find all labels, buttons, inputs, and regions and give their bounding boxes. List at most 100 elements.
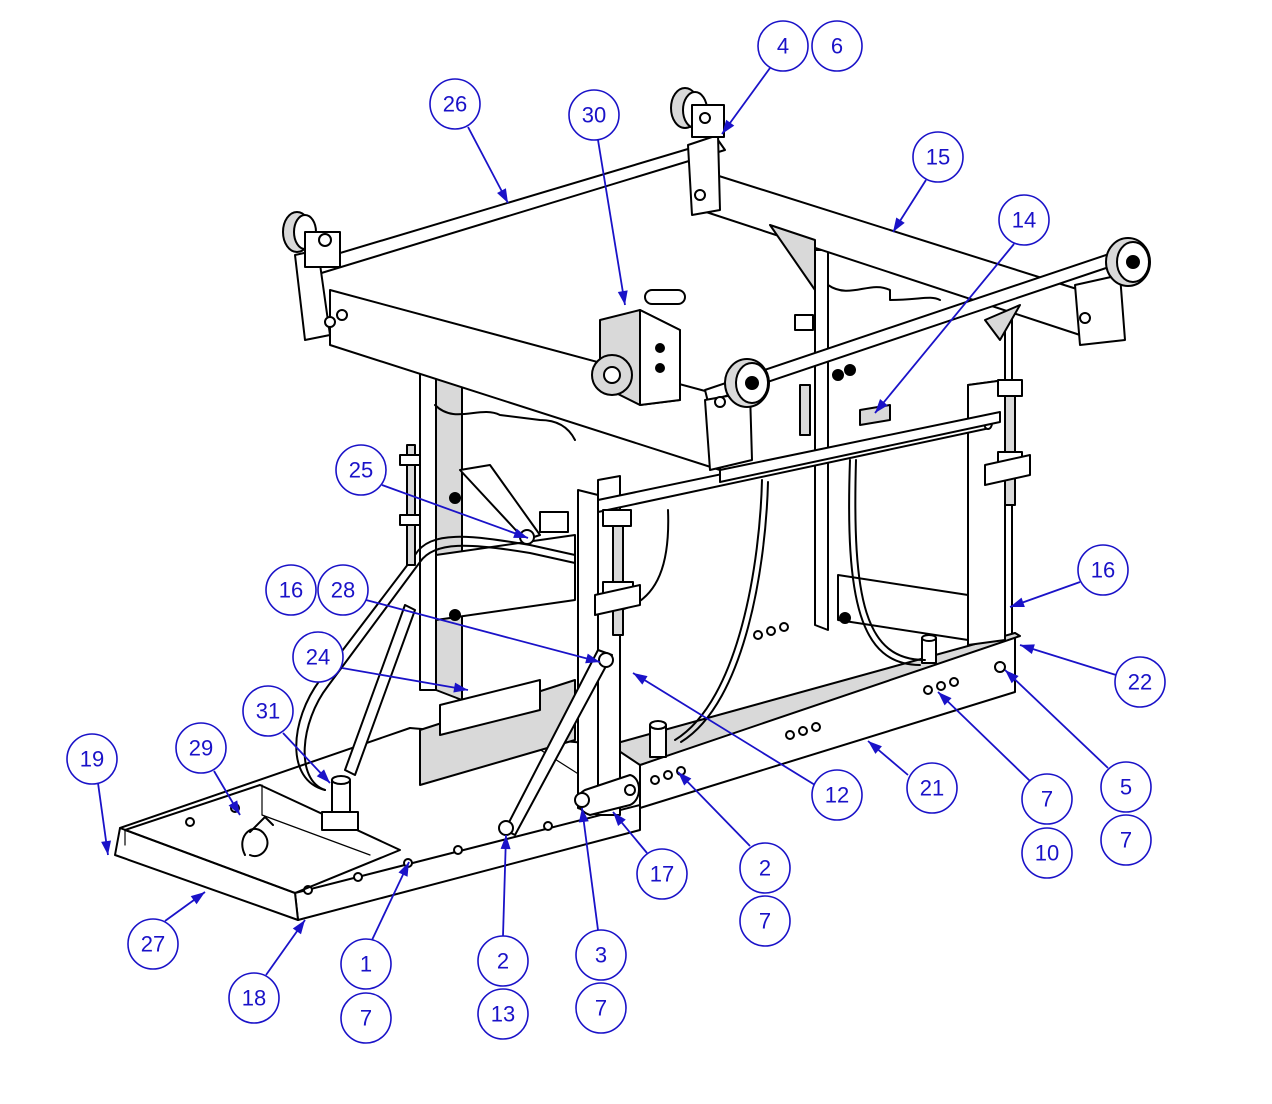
balloon-16-right: 16 (1077, 544, 1129, 596)
leader-29-arrowhead (228, 800, 240, 815)
balloon-24-label: 24 (306, 645, 330, 670)
balloon-12: 12 (811, 769, 863, 821)
leader-2a-arrowhead (678, 772, 692, 786)
diagonal-strut-left (344, 604, 614, 836)
balloon-28-label: 28 (331, 578, 355, 603)
leader-1 (371, 861, 410, 941)
adjuster-right (984, 379, 1031, 506)
balloon-31-label: 31 (256, 699, 280, 724)
balloon-17-label: 17 (650, 862, 674, 887)
tray (124, 784, 401, 894)
balloon-28: 28 (317, 564, 369, 616)
leader-30-arrowhead (617, 290, 628, 305)
balloon-3: 3 (575, 929, 627, 981)
frame-drawing (114, 87, 1151, 921)
cam-bar-25 (459, 464, 569, 545)
leader-3-arrowhead (578, 808, 589, 823)
leader-19-arrowhead (101, 840, 112, 855)
balloon-2-a: 2 (739, 842, 791, 894)
leader-15-arrowhead (893, 217, 905, 232)
balloon-7-e: 7 (575, 982, 627, 1034)
balloon-14-label: 14 (1012, 208, 1036, 233)
leader-2a (677, 771, 751, 847)
balloon-4-label: 4 (777, 34, 789, 59)
balloon-30-label: 30 (582, 103, 606, 128)
leader-4-arrowhead (722, 119, 735, 134)
callout-balloons: 4 6 26 30 15 14 25 16 28 16 24 22 31 19 … (66, 20, 1166, 1044)
leader-7a (937, 691, 1031, 782)
leader-24-arrowhead (453, 682, 468, 693)
balloon-6: 6 (811, 20, 863, 72)
leader-26 (467, 126, 509, 204)
balloon-14: 14 (998, 194, 1050, 246)
balloon-21: 21 (906, 762, 958, 814)
adjuster-front (594, 509, 641, 636)
balloon-2-b: 2 (477, 935, 529, 987)
leader-12-arrowhead (633, 673, 648, 685)
balloon-16-left: 16 (265, 564, 317, 616)
balloon-7-b-label: 7 (1120, 828, 1132, 853)
balloon-29-label: 29 (189, 736, 213, 761)
leader-25-arrowhead (513, 528, 528, 538)
roller-right (1105, 237, 1151, 287)
balloon-29: 29 (175, 722, 227, 774)
balloon-7-d-label: 7 (360, 1006, 372, 1031)
balloon-30: 30 (568, 89, 620, 141)
balloon-7-a: 7 (1021, 773, 1073, 825)
balloon-18: 18 (228, 972, 280, 1024)
balloon-1: 1 (340, 938, 392, 990)
balloon-21-label: 21 (920, 776, 944, 801)
balloon-26: 26 (429, 78, 481, 130)
leader-7a-arrowhead (938, 692, 952, 706)
leader-2b (502, 834, 507, 937)
balloon-26-label: 26 (443, 92, 467, 117)
balloon-3-label: 3 (595, 943, 607, 968)
balloon-16-right-label: 16 (1091, 558, 1115, 583)
leader-30 (597, 139, 626, 306)
leader-1-arrowhead (398, 862, 409, 877)
balloon-4: 4 (757, 20, 809, 72)
balloon-31: 31 (242, 685, 294, 737)
leader-18-arrowhead (292, 920, 305, 935)
balloon-1-label: 1 (360, 952, 372, 977)
leader-14 (874, 243, 1015, 414)
leader-lines (97, 67, 1117, 976)
balloon-17: 17 (636, 848, 688, 900)
leader-31-arrowhead (316, 769, 330, 783)
leader-5 (1004, 669, 1109, 769)
balloon-25: 25 (335, 444, 387, 496)
roller-left (282, 211, 341, 268)
balloon-27-label: 27 (141, 932, 165, 957)
leader-25 (381, 484, 529, 539)
leader-14-arrowhead (875, 399, 888, 413)
balloon-16-left-label: 16 (279, 578, 303, 603)
balloon-12-label: 12 (825, 783, 849, 808)
balloon-22: 22 (1114, 656, 1166, 708)
balloon-7-a-label: 7 (1041, 787, 1053, 812)
balloon-10: 10 (1021, 827, 1073, 879)
front-right-post (967, 379, 1006, 646)
balloon-7-e-label: 7 (595, 996, 607, 1021)
balloon-19: 19 (66, 733, 118, 785)
balloon-18-label: 18 (242, 986, 266, 1011)
balloon-2-a-label: 2 (759, 856, 771, 881)
leader-27-arrowhead (190, 892, 205, 905)
balloon-24: 24 (292, 631, 344, 683)
leader-5-arrowhead (1005, 670, 1019, 684)
leader-16r-arrowhead (1010, 597, 1025, 607)
leader-21-arrowhead (868, 741, 882, 754)
leader-17-arrowhead (613, 812, 626, 826)
leader-22-arrowhead (1020, 644, 1035, 654)
balloon-27: 27 (127, 918, 179, 970)
adjuster-left-rear (399, 444, 421, 566)
balloon-19-label: 19 (80, 747, 104, 772)
balloon-15-label: 15 (926, 145, 950, 170)
roller-front (724, 358, 770, 408)
balloon-7-d: 7 (340, 992, 392, 1044)
leader-2b-arrowhead (500, 835, 511, 850)
leader-28 (365, 599, 601, 663)
leader-26-arrowhead (497, 188, 508, 203)
bracket-17 (574, 774, 640, 816)
balloon-5-label: 5 (1120, 775, 1132, 800)
